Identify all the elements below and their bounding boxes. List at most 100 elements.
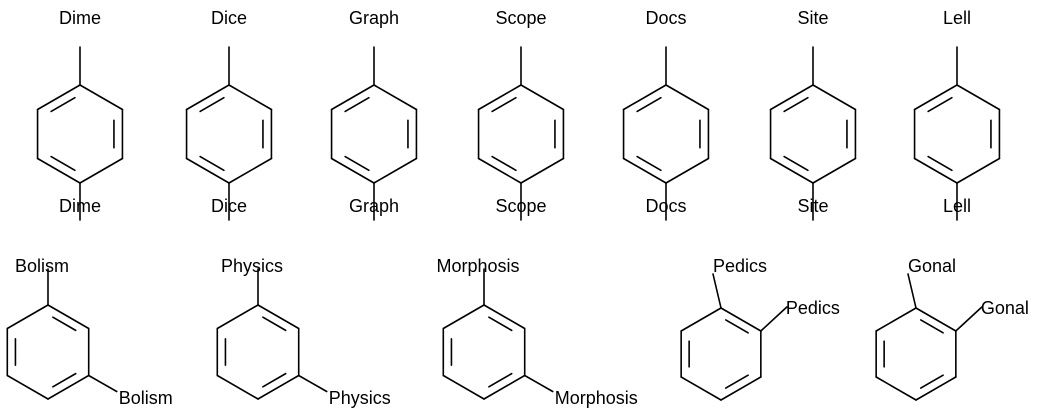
substituent-bond-side <box>760 306 788 332</box>
double-bond-line <box>199 155 225 172</box>
ring-bond <box>875 376 917 401</box>
ring-bond <box>47 304 90 330</box>
double-bond-line <box>262 372 287 388</box>
ring-bond <box>373 157 418 184</box>
ring-bond <box>36 84 81 111</box>
ring-bond <box>6 374 49 400</box>
ring-bond <box>622 157 667 184</box>
substituent-label-top: Docs <box>645 8 686 28</box>
ring-bond <box>216 304 259 330</box>
substituent-label-top: Pedics <box>713 256 767 276</box>
substituent-label-side: Physics <box>329 388 391 408</box>
substituent-label-top: Morphosis <box>436 256 519 276</box>
ring-bond <box>520 157 565 184</box>
double-bond-line <box>50 155 76 172</box>
ring-bond <box>442 374 485 400</box>
double-bond-line <box>491 155 517 172</box>
substituent-label-bottom: Dice <box>211 196 247 216</box>
ring-bond <box>875 307 917 332</box>
double-bond-line <box>636 96 662 113</box>
ring-bond <box>915 376 957 401</box>
ring-bond <box>812 157 857 184</box>
substituent-label-bottom: Scope <box>495 196 546 216</box>
substituent-bond-top <box>907 273 917 309</box>
ring-bond <box>185 84 230 111</box>
substituent-label-side: Morphosis <box>555 388 638 408</box>
substituent-label-side: Bolism <box>119 388 173 408</box>
ring-bond <box>47 374 90 400</box>
ring-bond <box>36 157 81 184</box>
substituent-label-top: Scope <box>495 8 546 28</box>
double-bond-line <box>199 96 225 113</box>
double-bond-line <box>927 155 953 172</box>
ring-bond <box>228 157 273 184</box>
double-bond-line <box>783 96 809 113</box>
double-bond-line <box>491 96 517 113</box>
ring-bond <box>216 374 259 400</box>
substituent-label-top: Physics <box>221 256 283 276</box>
ring-bond <box>373 84 418 111</box>
ring-bond <box>665 157 710 184</box>
double-bond-line <box>50 96 76 113</box>
ring-bond <box>812 84 857 111</box>
ring-bond <box>477 157 522 184</box>
substituent-label-top: Dice <box>211 8 247 28</box>
substituent-label-top: Site <box>797 8 828 28</box>
substituent-label-bottom: Dime <box>59 196 101 216</box>
double-bond-line <box>344 155 370 172</box>
double-bond-line <box>927 96 953 113</box>
ring-bond <box>520 84 565 111</box>
ring-bond <box>185 157 230 184</box>
ring-bond <box>956 84 1001 111</box>
ring-bond <box>477 84 522 111</box>
ring-bond <box>79 84 124 111</box>
double-bond-line <box>262 316 287 332</box>
substituent-bond-top <box>712 273 722 309</box>
double-bond-line <box>919 319 944 334</box>
double-bond-line <box>344 96 370 113</box>
double-bond-line <box>636 155 662 172</box>
substituent-label-top: Dime <box>59 8 101 28</box>
substituent-label-bottom: Docs <box>645 196 686 216</box>
substituent-label-top: Bolism <box>15 256 69 276</box>
substituent-label-bottom: Lell <box>943 196 971 216</box>
substituent-label-bottom: Graph <box>349 196 399 216</box>
double-bond-line <box>724 319 749 334</box>
ring-bond <box>680 307 722 332</box>
ring-bond <box>913 157 958 184</box>
ring-bond <box>6 304 49 330</box>
substituent-bond-side <box>297 374 328 393</box>
double-bond-line <box>488 316 513 332</box>
double-bond-line <box>488 372 513 388</box>
double-bond-line <box>919 374 944 389</box>
double-bond-line <box>783 155 809 172</box>
substituent-label-side: Gonal <box>981 298 1029 318</box>
ring-bond <box>483 304 526 330</box>
substituent-label-side: Pedics <box>786 298 840 318</box>
ring-bond <box>483 374 526 400</box>
double-bond-line <box>52 316 77 332</box>
ring-bond <box>915 307 957 332</box>
substituent-bond-side <box>955 306 983 332</box>
substituent-label-top: Graph <box>349 8 399 28</box>
ring-bond <box>79 157 124 184</box>
substituent-label-top: Lell <box>943 8 971 28</box>
ring-bond <box>228 84 273 111</box>
ring-bond <box>769 157 814 184</box>
substituent-bond-side <box>87 374 118 393</box>
substituent-bond-side <box>523 374 554 393</box>
ring-bond <box>769 84 814 111</box>
substituent-label-top: Gonal <box>908 256 956 276</box>
ring-bond <box>330 157 375 184</box>
